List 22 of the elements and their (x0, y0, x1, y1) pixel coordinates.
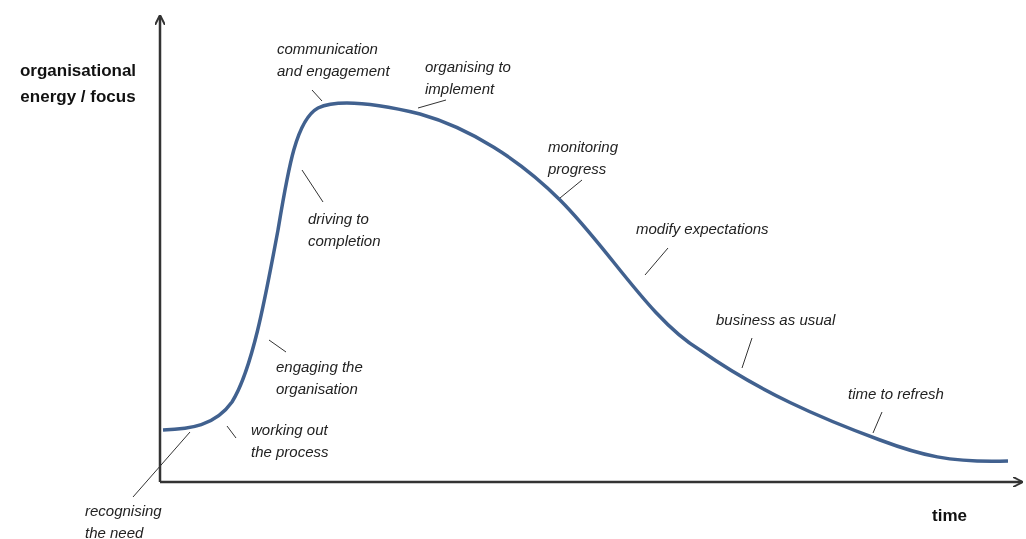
axis-title: organisational energy / focus (18, 60, 138, 108)
annotation-label: organising to implement (425, 56, 525, 100)
annotation-label: communication and engagement (277, 38, 407, 82)
annotation-label: modify expectations (636, 218, 769, 240)
annotation-label: monitoring progress (548, 136, 636, 180)
annotation-label: recognising the need (85, 500, 180, 539)
leader-line (741, 337, 753, 369)
annotation-label: time to refresh (848, 383, 944, 405)
leader-line (132, 431, 191, 498)
annotation-label: driving to completion (308, 208, 398, 252)
annotation-label: engaging the organisation (276, 356, 376, 400)
leader-line (872, 411, 883, 434)
leader-line (226, 425, 237, 439)
leader-line (644, 247, 669, 276)
leader-line (559, 179, 583, 199)
axis-title: time (932, 505, 967, 527)
leader-line (311, 89, 323, 102)
annotation-label: business as usual (716, 309, 836, 331)
leader-line (268, 339, 287, 353)
annotation-label: working out the process (251, 419, 346, 463)
leader-line (301, 169, 324, 203)
leader-line (417, 99, 447, 109)
